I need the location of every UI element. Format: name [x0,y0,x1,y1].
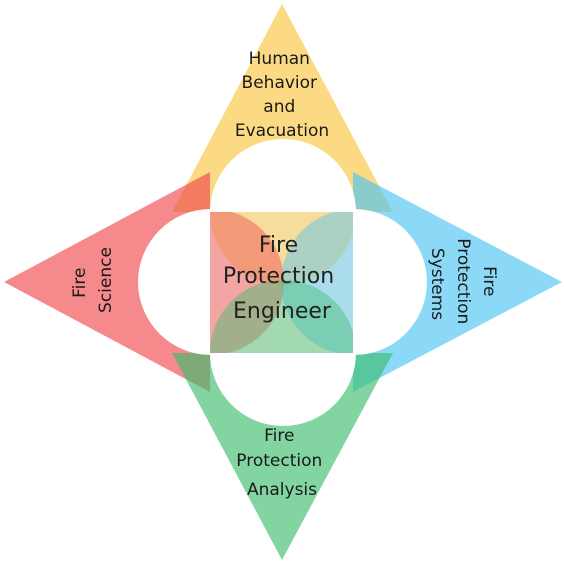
center-line-3: Engineer [233,299,332,324]
label-bottom-line-2: Protection [236,451,322,471]
center-square [210,212,353,353]
label-bottom: Fire Protection Analysis [236,426,327,500]
label-top-line-3: and [263,97,295,117]
label-top-line-1: Human [249,49,310,69]
label-top-line-2: Behavior [242,73,318,93]
label-bottom-line-1: Fire [264,426,294,446]
center-lobe-bottom [210,280,353,353]
label-right-line-2: Protection [453,238,473,324]
center-title: Fire Protection Engineer [223,233,341,324]
label-right: Fire Protection Systems [427,238,499,329]
center-lobe-left [210,212,284,353]
label-bottom-line-3: Analysis [247,480,317,500]
label-top: Human Behavior and Evacuation [235,49,329,141]
label-left-line-1: Fire [70,268,90,298]
triangle-right [353,172,562,392]
triangle-bottom [172,353,393,560]
label-left-line-2: Science [96,247,116,313]
center-line-2: Protection [223,264,334,289]
label-right-line-3: Systems [427,248,447,320]
label-right-line-1: Fire [479,266,499,296]
center-line-1: Fire [259,233,298,258]
triangle-top [172,4,393,212]
center-lobe-right [281,212,353,353]
label-left: Fire Science [70,247,116,313]
label-top-line-4: Evacuation [235,121,329,141]
center-lobe-top [210,212,353,285]
triangle-left [4,172,210,392]
